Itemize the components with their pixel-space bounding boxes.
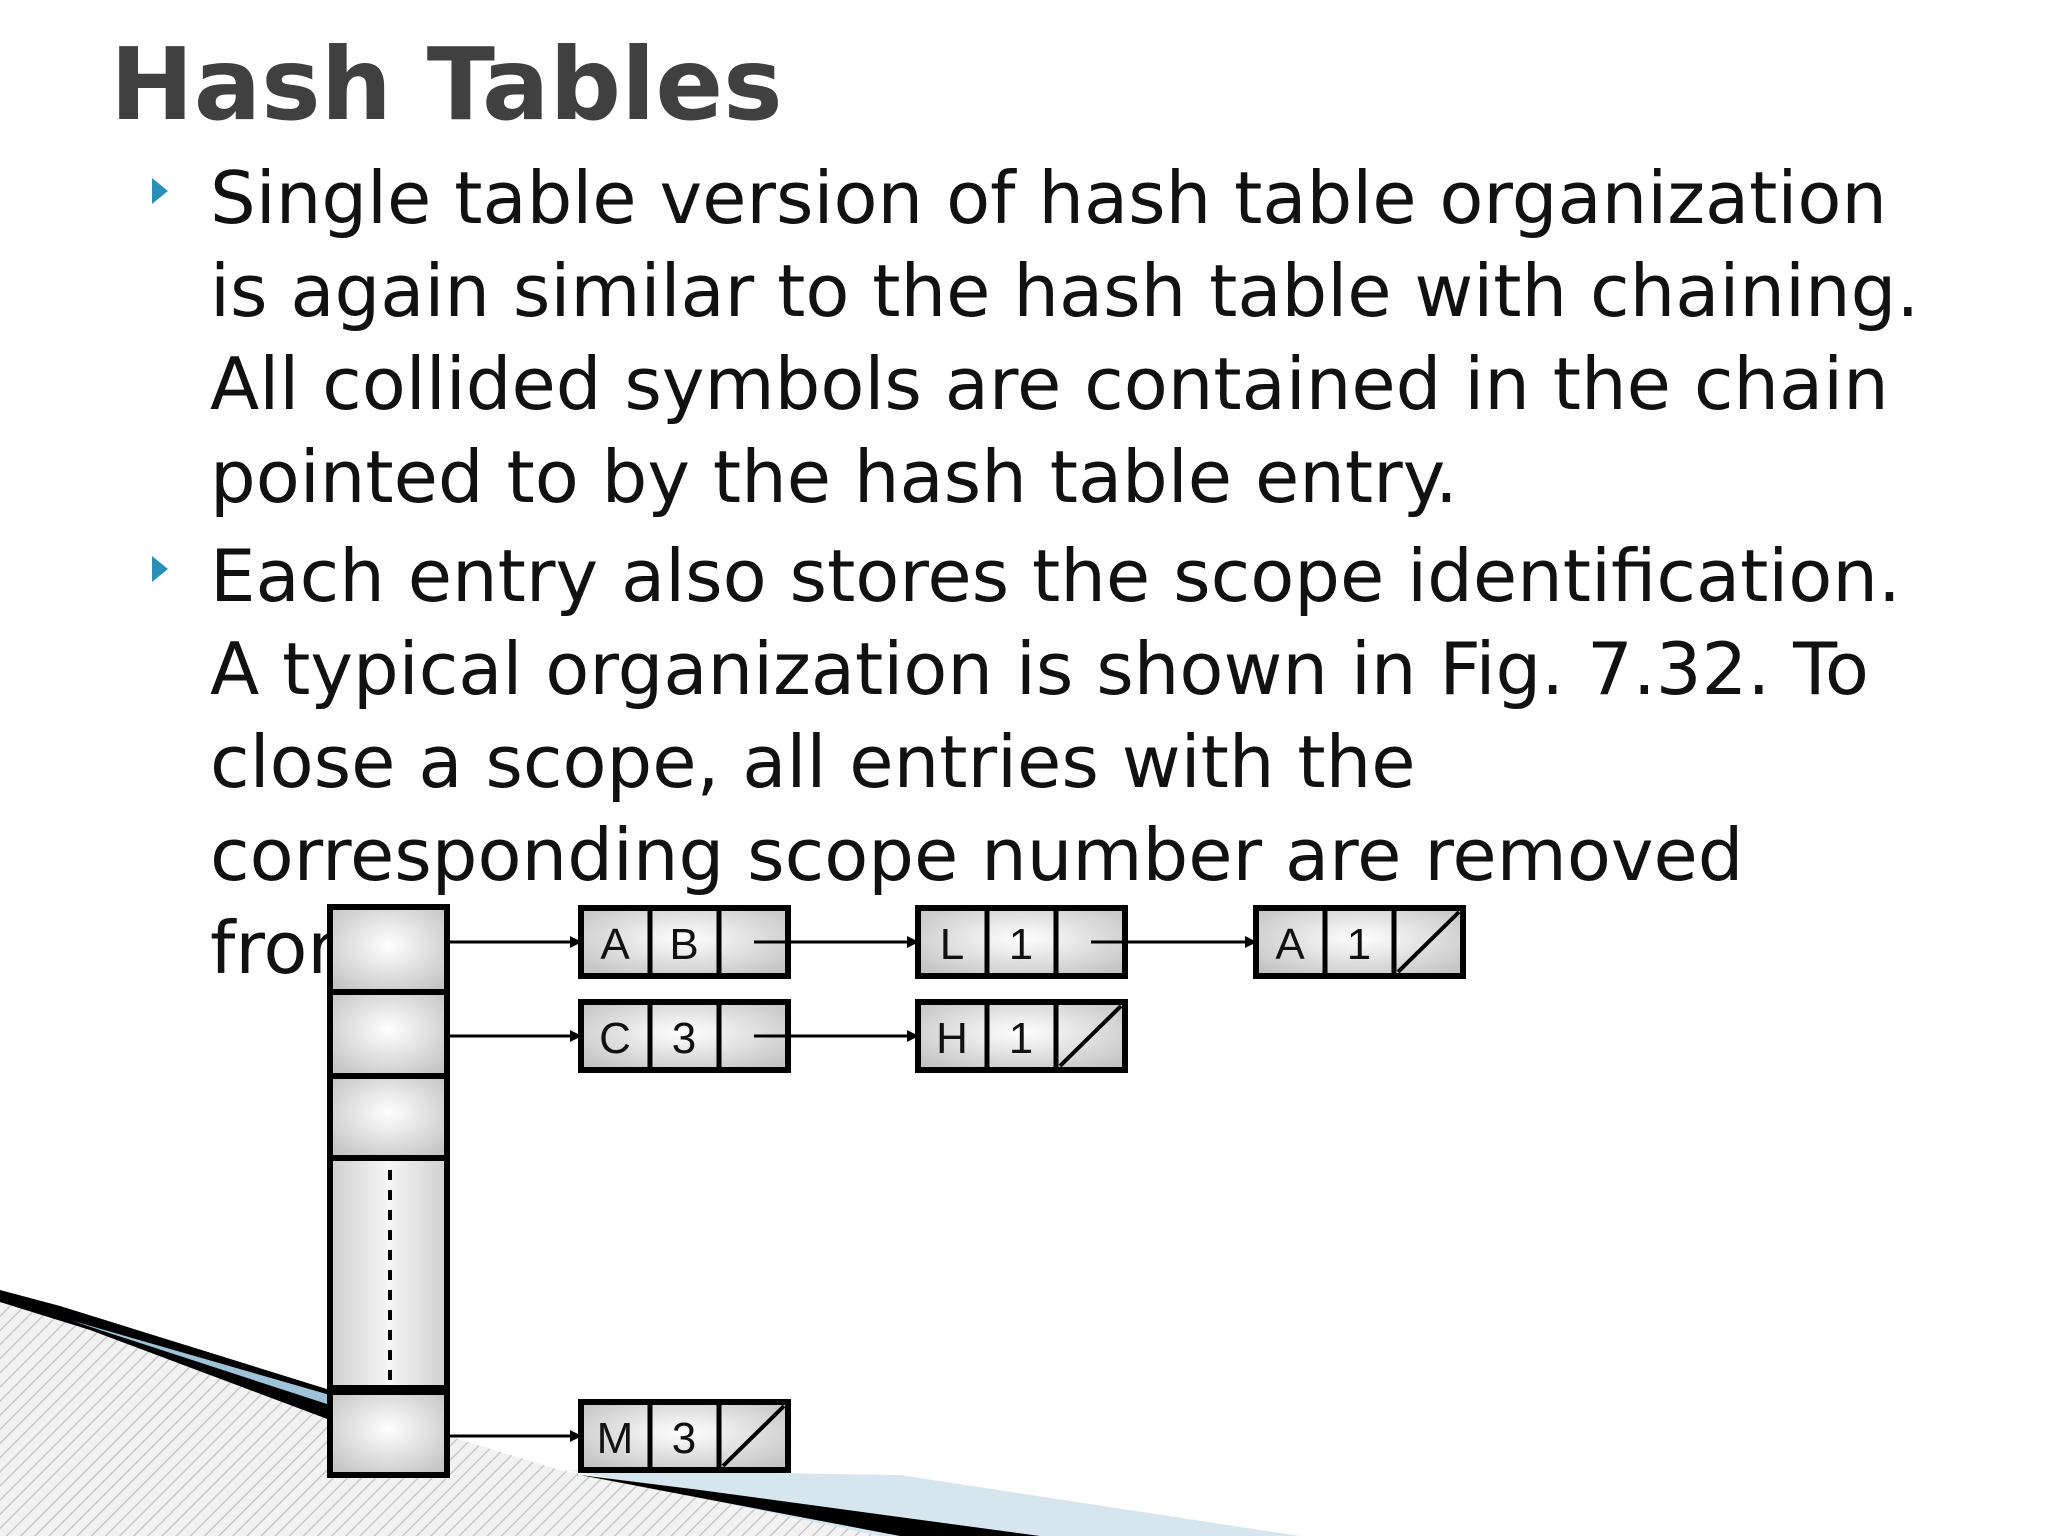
hash-bucket [327,1073,450,1161]
node-scope: 3 [672,1014,696,1063]
hash-bucket [327,989,450,1079]
bullet-text: Single table version of hash table organ… [210,156,1920,519]
node-symbol: H [936,1014,968,1063]
chain-node: H 1 [915,999,1128,1073]
node-scope: 1 [1347,920,1371,969]
node-symbol: A [1275,920,1305,969]
node-scope: 1 [1009,920,1033,969]
chain-node: L 1 [915,905,1128,979]
hash-bucket [327,1389,450,1478]
bullet-item: Single table version of hash table organ… [150,152,1950,524]
node-scope: B [669,920,698,969]
node-scope: 1 [1009,1014,1033,1063]
node-symbol: A [600,920,630,969]
chain-node: A B [578,905,791,979]
node-symbol: M [597,1414,634,1463]
triangle-bullet-icon [152,556,168,582]
node-symbol: C [599,1014,631,1063]
bullet-text: Each entry also stores the scope identif… [210,534,1901,990]
bullet-item: Each entry also stores the scope identif… [150,530,1950,995]
null-pointer-slash [1058,1004,1123,1068]
chain-node: A 1 [1253,905,1466,979]
hash-bucket [327,904,450,995]
null-pointer-slash [1396,910,1461,974]
node-scope: 3 [672,1414,696,1463]
slide-title: Hash Tables [110,26,783,143]
chain-node: M 3 [578,1399,791,1473]
null-pointer-slash [721,1404,786,1468]
chain-node: C 3 [578,999,791,1073]
node-symbol: L [940,920,964,969]
bullet-list: Single table version of hash table organ… [150,152,1950,1001]
triangle-bullet-icon [152,178,168,204]
hash-table-column [327,904,450,1478]
